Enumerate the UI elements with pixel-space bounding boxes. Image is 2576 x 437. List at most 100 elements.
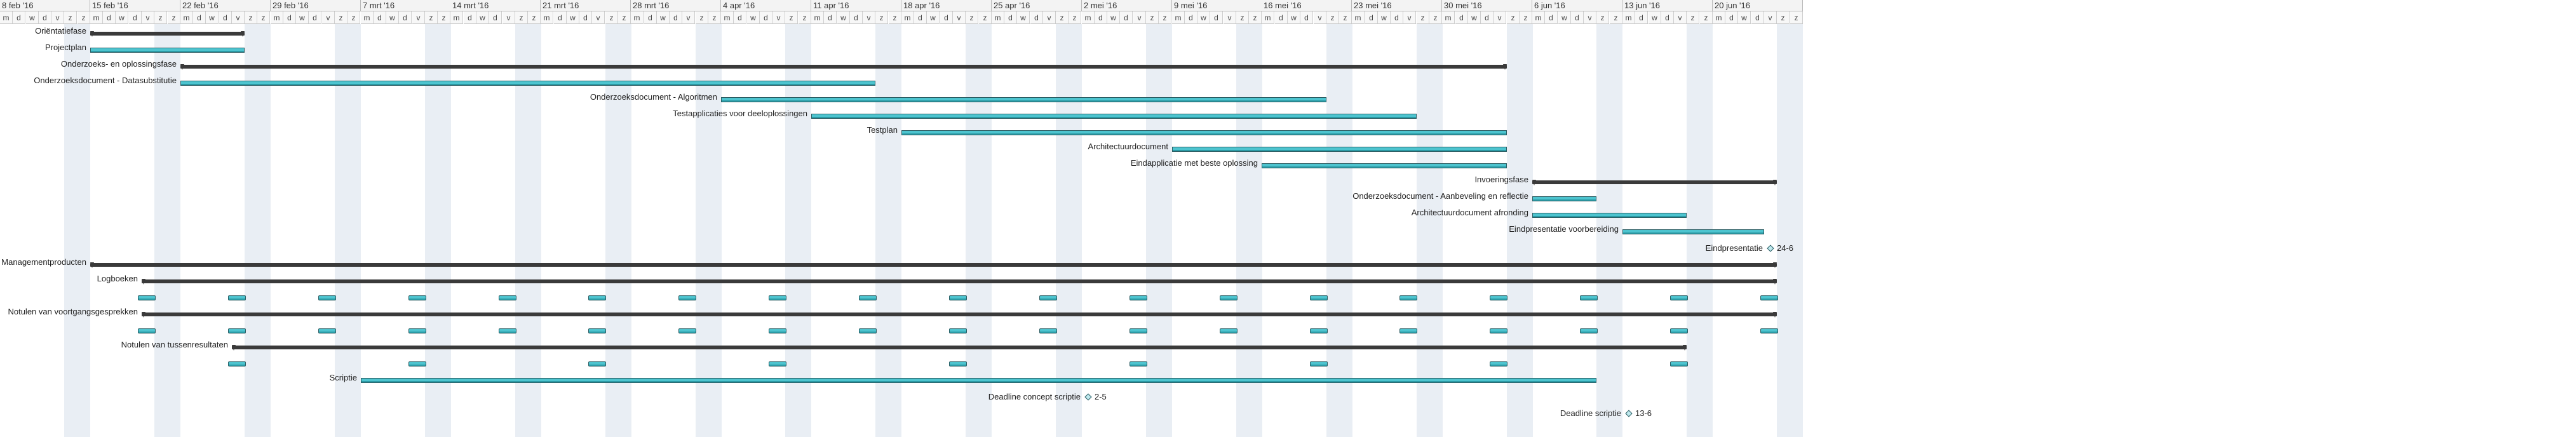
recurring-task-bar[interactable] <box>1130 295 1147 300</box>
recurring-task-bar[interactable] <box>228 295 246 300</box>
day-header-cell: d <box>734 11 746 24</box>
summary-bar[interactable] <box>232 346 1687 349</box>
recurring-task-bar[interactable] <box>408 295 426 300</box>
day-header-cell: d <box>1571 11 1584 24</box>
recurring-task-bar[interactable] <box>228 328 246 333</box>
recurring-task-bar[interactable] <box>1490 295 1507 300</box>
task-bar[interactable] <box>721 97 1326 102</box>
recurring-task-bar[interactable] <box>588 295 606 300</box>
recurring-task-bar[interactable] <box>1130 328 1147 333</box>
task-bar[interactable] <box>90 48 245 53</box>
recurring-task-bar[interactable] <box>1399 328 1417 333</box>
recurring-task-bar[interactable] <box>1399 295 1417 300</box>
week-header-cell: 13 jun '16 <box>1622 0 1713 11</box>
milestone-diamond[interactable] <box>1625 410 1633 417</box>
weekend-column <box>1777 24 1803 437</box>
recurring-task-bar[interactable] <box>1490 328 1507 333</box>
task-bar[interactable] <box>1622 229 1764 234</box>
task-bar[interactable] <box>180 81 875 86</box>
task-bar[interactable] <box>1532 213 1687 218</box>
task-label: Deadline scriptie <box>1560 408 1621 418</box>
recurring-task-bar[interactable] <box>499 295 516 300</box>
task-bar[interactable] <box>361 378 1596 383</box>
day-header-cell: d <box>1095 11 1107 24</box>
day-header-cell: w <box>1378 11 1391 24</box>
recurring-task-bar[interactable] <box>588 328 606 333</box>
task-bar[interactable] <box>1172 147 1507 152</box>
recurring-task-bar[interactable] <box>1130 361 1147 366</box>
recurring-task-bar[interactable] <box>1670 328 1688 333</box>
summary-bar[interactable] <box>1532 180 1777 184</box>
weekend-column <box>1236 24 1262 437</box>
recurring-task-bar[interactable] <box>1039 295 1057 300</box>
recurring-task-bar[interactable] <box>769 295 786 300</box>
day-header-cell: z <box>78 11 90 24</box>
day-header-cell: z <box>1790 11 1803 24</box>
recurring-task-bar[interactable] <box>318 328 336 333</box>
summary-bar[interactable] <box>90 263 1777 267</box>
recurring-task-bar[interactable] <box>678 328 696 333</box>
recurring-task-bar[interactable] <box>408 361 426 366</box>
recurring-task-bar[interactable] <box>859 295 877 300</box>
day-header-cell: m <box>271 11 283 24</box>
day-header-cell: z <box>1326 11 1339 24</box>
recurring-task-bar[interactable] <box>588 361 606 366</box>
recurring-task-bar[interactable] <box>1310 328 1328 333</box>
recurring-task-bar[interactable] <box>1760 295 1778 300</box>
task-bar[interactable] <box>1532 196 1596 201</box>
task-label: Projectplan <box>44 43 86 52</box>
recurring-task-bar[interactable] <box>138 328 156 333</box>
day-header-cell: z <box>515 11 528 24</box>
recurring-task-bar[interactable] <box>859 328 877 333</box>
recurring-task-bar[interactable] <box>949 361 967 366</box>
day-header-cell: v <box>1674 11 1687 24</box>
day-header-cell: z <box>438 11 450 24</box>
recurring-task-bar[interactable] <box>228 361 246 366</box>
task-bar[interactable] <box>811 114 1417 119</box>
recurring-task-bar[interactable] <box>1760 328 1778 333</box>
recurring-task-bar[interactable] <box>1220 295 1237 300</box>
day-header-cell: z <box>1159 11 1171 24</box>
task-label: Deadline concept scriptie <box>988 392 1081 401</box>
task-label: Testplan <box>867 125 898 135</box>
milestone-date: 13-6 <box>1635 408 1652 418</box>
recurring-task-bar[interactable] <box>949 295 967 300</box>
recurring-task-bar[interactable] <box>138 295 156 300</box>
recurring-task-bar[interactable] <box>949 328 967 333</box>
day-header-cell: v <box>502 11 515 24</box>
recurring-task-bar[interactable] <box>408 328 426 333</box>
task-bar[interactable] <box>1262 163 1507 168</box>
recurring-task-bar[interactable] <box>1580 295 1598 300</box>
weekend-column <box>425 24 451 437</box>
milestone-diamond[interactable] <box>1084 393 1092 401</box>
summary-bar[interactable] <box>90 32 245 36</box>
recurring-task-bar[interactable] <box>678 295 696 300</box>
day-header-cell: d <box>464 11 476 24</box>
day-header-cell: w <box>1288 11 1300 24</box>
day-header-cell: v <box>592 11 605 24</box>
recurring-task-bar[interactable] <box>1670 361 1688 366</box>
summary-bar[interactable] <box>142 313 1777 316</box>
day-header-cell: d <box>940 11 953 24</box>
recurring-task-bar[interactable] <box>1039 328 1057 333</box>
recurring-task-bar[interactable] <box>1310 361 1328 366</box>
recurring-task-bar[interactable] <box>1670 295 1688 300</box>
recurring-task-bar[interactable] <box>1310 295 1328 300</box>
weekend-column <box>966 24 992 437</box>
day-header-cell: w <box>657 11 670 24</box>
task-bar[interactable] <box>901 130 1507 135</box>
recurring-task-bar[interactable] <box>1220 328 1237 333</box>
recurring-task-bar[interactable] <box>1580 328 1598 333</box>
milestone-diamond[interactable] <box>1767 245 1774 252</box>
recurring-task-bar[interactable] <box>318 295 336 300</box>
day-header-cell: z <box>1520 11 1532 24</box>
recurring-task-bar[interactable] <box>1490 361 1507 366</box>
recurring-task-bar[interactable] <box>769 361 786 366</box>
summary-bar[interactable] <box>180 65 1507 69</box>
summary-bar[interactable] <box>142 279 1777 283</box>
recurring-task-bar[interactable] <box>769 328 786 333</box>
weekend-column <box>696 24 722 437</box>
day-header-cell: v <box>142 11 154 24</box>
day-header-cell: z <box>1610 11 1622 24</box>
recurring-task-bar[interactable] <box>499 328 516 333</box>
